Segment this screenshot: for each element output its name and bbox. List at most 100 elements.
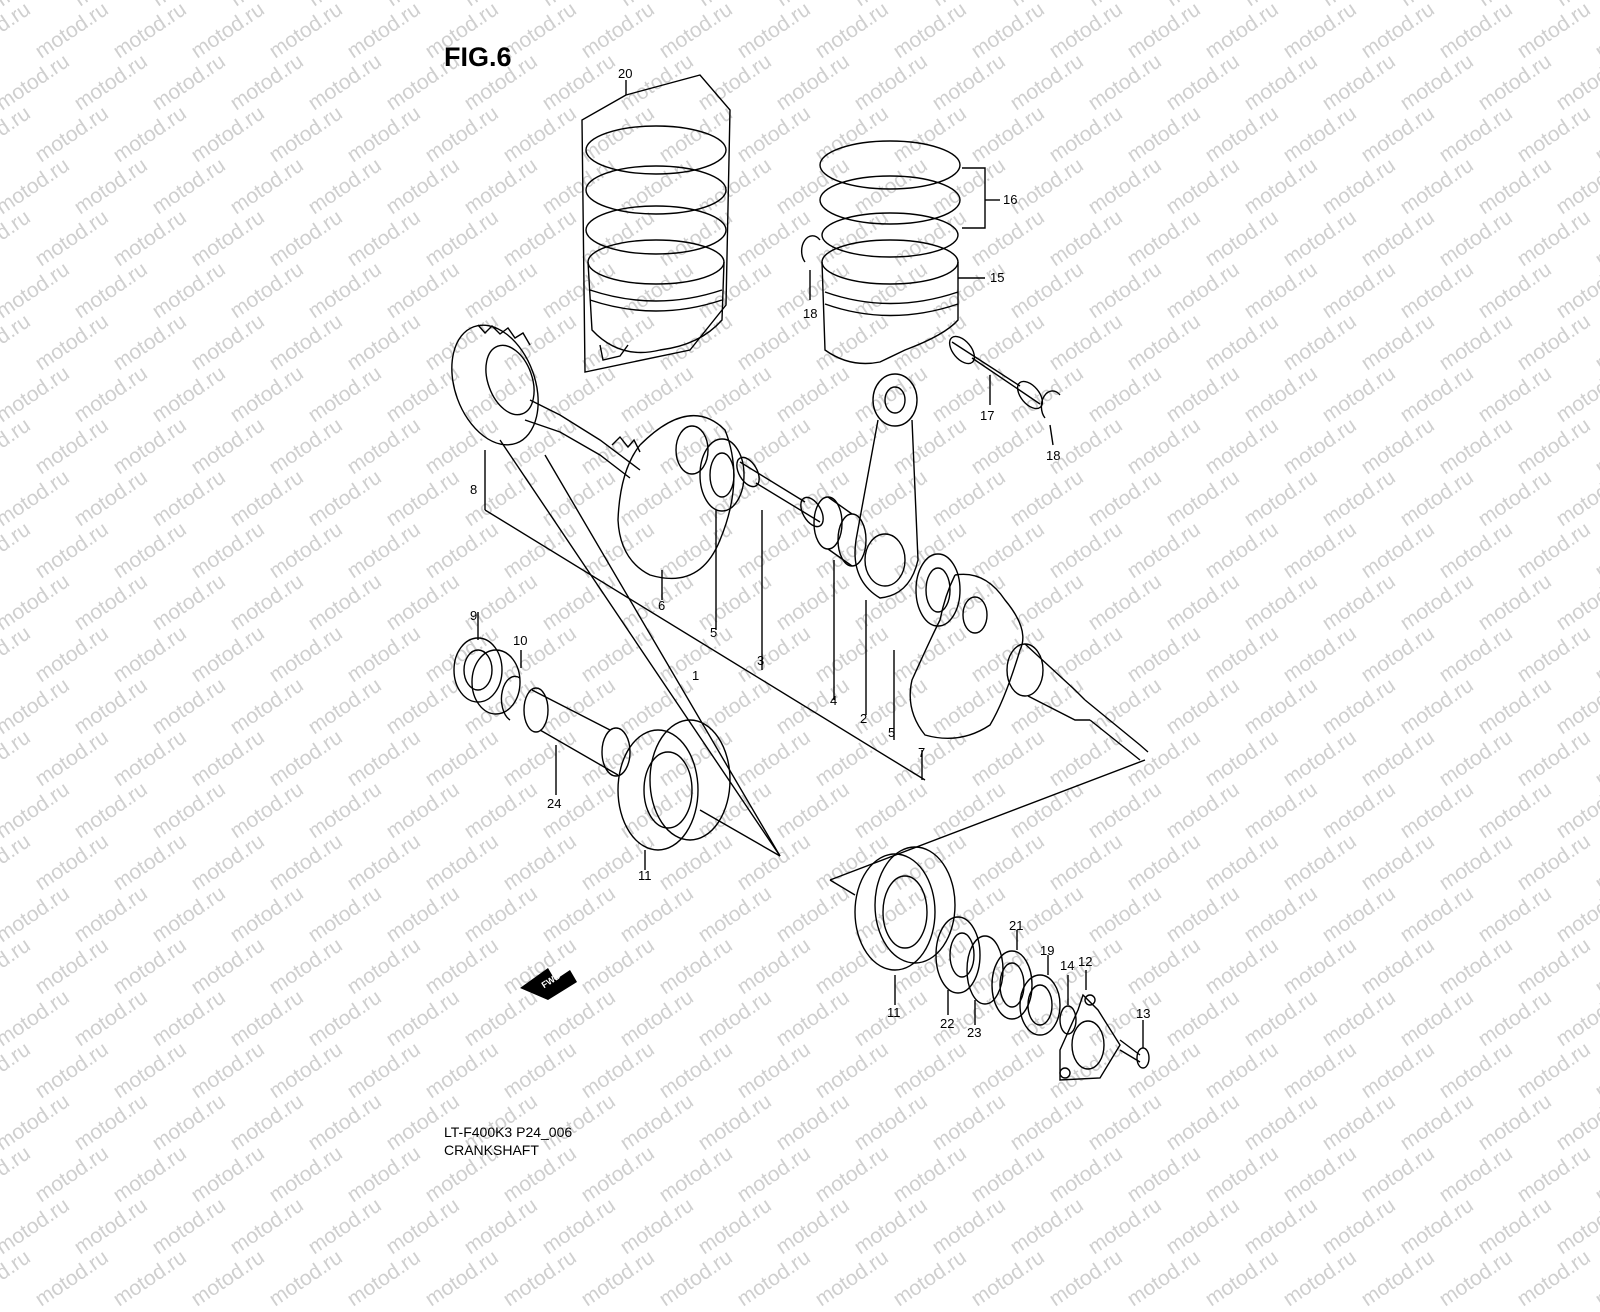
callout-11-right: 11: [887, 1005, 901, 1020]
watermark-text: motod.ru: [0, 1245, 35, 1312]
callout-9: 9: [470, 608, 477, 623]
crankshaft-right-part-7: [909, 573, 1149, 780]
callout-14: 14: [1060, 958, 1074, 973]
callout-labels: 20 16 15 18 17 18 8 6 5 3 1 4 2 5 7 9 10…: [470, 66, 1150, 1040]
watermark-text: motod.ru: [1084, 1193, 1166, 1260]
o-ring-part-14: [1059, 975, 1077, 1035]
callout-2: 2: [860, 711, 867, 726]
callout-18-lower: 18: [1046, 448, 1060, 463]
watermark-text: motod.ru: [1045, 1245, 1127, 1312]
circlip-part-18-lower: [1040, 390, 1061, 446]
callout-8: 8: [470, 482, 477, 497]
model-code-label: LT-F400K3 P24_006: [444, 1124, 573, 1140]
watermark-text: motod.ru: [1123, 1245, 1205, 1312]
watermark-text: motod.ru: [928, 1193, 1010, 1260]
watermark-text: motod.ru: [187, 1245, 269, 1312]
callout-16: 16: [1003, 192, 1017, 207]
figure-title: FIG.6: [444, 42, 512, 72]
callout-22: 22: [940, 1016, 954, 1031]
callout-12: 12: [1078, 954, 1092, 969]
watermark-text: motod.ru: [1396, 1193, 1478, 1260]
screw-part-13: [1119, 1020, 1150, 1069]
watermark-text: motod.ru: [1240, 1193, 1322, 1260]
bearing-part-9: [453, 612, 521, 715]
callout-17: 17: [980, 408, 994, 423]
circlip-part-18-upper: [800, 235, 821, 300]
watermark-text: motod.ru: [1162, 1193, 1244, 1260]
callout-15: 15: [990, 270, 1004, 285]
bearing-part-11-left: [617, 719, 731, 870]
callout-3: 3: [757, 653, 764, 668]
watermark-text: motod.ru: [31, 1245, 113, 1312]
callout-5-right: 5: [888, 725, 895, 740]
spacer-part-24: [523, 687, 631, 795]
watermark-text: motod.ru: [382, 1193, 464, 1260]
watermark-text: motod.ru: [1474, 1193, 1556, 1260]
watermark-text: motod.ru: [616, 1193, 698, 1260]
crankshaft-left-part-6: [451, 324, 926, 781]
watermark-text: motod.ru: [343, 1245, 425, 1312]
watermark-text: motod.ru: [577, 1245, 659, 1312]
watermark-text: motod.ru: [1435, 1245, 1517, 1312]
watermark-text: motod.ru: [811, 1245, 893, 1312]
callout-5-left: 5: [710, 625, 717, 640]
oil-seal-part-21: [991, 930, 1033, 1020]
watermark-text: motod.ru: [1591, 1245, 1600, 1312]
needle-bearing-part-4: [813, 496, 867, 700]
watermark-text: motod.ru: [70, 1193, 152, 1260]
watermark-text: motod.ru: [1318, 1193, 1400, 1260]
fwd-arrow-icon: FWD: [520, 968, 577, 1000]
figure-name-label: CRANKSHAFT: [444, 1142, 539, 1158]
callout-20: 20: [618, 66, 632, 81]
connecting-rod-part-2: [854, 373, 919, 715]
callout-11-left: 11: [638, 868, 652, 883]
watermark-text: motod.ru: [148, 1193, 230, 1260]
watermark-text: motod.ru: [1513, 1245, 1595, 1312]
watermark-text: motod.ru: [499, 1245, 581, 1312]
gear-part-22: [935, 916, 981, 1015]
piston-part-15: [821, 239, 985, 365]
callout-4: 4: [830, 693, 837, 708]
piston-ring-set-part-16: [819, 140, 1000, 258]
watermark-text: motod.ru: [655, 1245, 737, 1312]
watermark-text: motod.ru: [226, 1193, 308, 1260]
watermark-text: motod.ru: [1357, 1245, 1439, 1312]
callout-24: 24: [547, 796, 561, 811]
callout-7: 7: [918, 745, 925, 760]
callout-10: 10: [513, 633, 527, 648]
watermark-text: motod.ru: [733, 1245, 815, 1312]
callout-18-upper: 18: [803, 306, 817, 321]
watermark-text: motod.ru: [304, 1193, 386, 1260]
thrust-washer-part-5-right: [893, 553, 961, 740]
piston-set-part-20: [581, 74, 731, 373]
watermark-text: motod.ru: [1279, 1245, 1361, 1312]
watermark-text: motod.ru: [967, 1245, 1049, 1312]
callout-6: 6: [658, 598, 665, 613]
o-ring-part-23: [966, 935, 1004, 1025]
watermark-text: motod.ru: [694, 1193, 776, 1260]
watermark-text: motod.ru: [265, 1245, 347, 1312]
oil-seal-part-19: [1019, 955, 1061, 1036]
bearing-part-11-right: [854, 846, 956, 1005]
thrust-washer-part-5-left: [699, 438, 745, 630]
watermark-text: motod.ru: [772, 1193, 854, 1260]
watermark-text: motod.ru: [850, 1193, 932, 1260]
watermark-text: motod.ru: [1201, 1245, 1283, 1312]
watermark-text: motod.ru: [109, 1245, 191, 1312]
crank-pin-part-3: [736, 456, 824, 670]
clip-part-10: [500, 650, 522, 721]
watermark-text: motod.ru: [1006, 1193, 1088, 1260]
watermark-text: motod.ru: [421, 1245, 503, 1312]
callout-19: 19: [1040, 943, 1054, 958]
watermark-text: motod.ru: [460, 1193, 542, 1260]
exploded-parts-diagram: FWD 20 16 15 18 17 18 8 6 5 3 1 4 2 5 7 …: [451, 66, 1150, 1081]
watermark-text: motod.ru: [889, 1245, 971, 1312]
callout-1: 1: [692, 668, 699, 683]
callout-13: 13: [1136, 1006, 1150, 1021]
callout-23: 23: [967, 1025, 981, 1040]
watermark-text: motod.ru: [1552, 1193, 1600, 1260]
retainer-plate-part-12: [1059, 970, 1121, 1081]
callout-21: 21: [1009, 918, 1023, 933]
watermark-text: motod.ru: [0, 1193, 74, 1260]
